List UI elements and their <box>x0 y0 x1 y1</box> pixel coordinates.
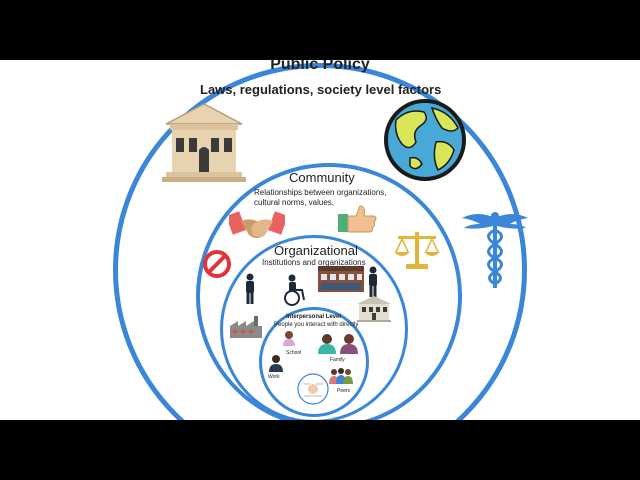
peers-group-icon <box>328 366 354 384</box>
community-desc-line2: cultural norms, values, <box>254 198 334 207</box>
community-desc-line1: Relationships between organizations, <box>254 188 387 197</box>
handshake-icon <box>229 207 285 247</box>
interpersonal-title: Interpersonal Level <box>286 314 341 320</box>
community-title: Community <box>289 170 355 185</box>
label-school: School <box>286 350 301 356</box>
work-person-icon <box>268 354 284 372</box>
government-building-icon <box>162 100 246 184</box>
diagram-canvas: Public Policy Laws, regulations, society… <box>0 60 640 420</box>
caduceus-icon <box>460 208 530 290</box>
person-walking-icon <box>366 266 380 298</box>
label-family: Family <box>330 357 345 363</box>
shop-building-icon <box>318 266 364 292</box>
interpersonal-desc: People you interact with directly <box>274 322 358 328</box>
organizational-title: Organizational <box>274 243 358 258</box>
justice-scales-icon <box>394 230 440 270</box>
person-standing-icon <box>243 273 257 305</box>
factory-icon <box>230 316 262 338</box>
family-person-2-icon <box>338 332 360 354</box>
globe-icon <box>380 98 470 182</box>
institution-building-icon <box>357 296 391 322</box>
label-peers: Peers <box>337 388 350 394</box>
wheelchair-user-icon <box>282 274 306 306</box>
school-person-icon <box>282 330 296 346</box>
mini-diagram-icon <box>296 372 330 406</box>
policy-title: Public Policy <box>0 60 640 74</box>
forbidden-sign-icon <box>202 249 232 279</box>
label-work: Work <box>268 374 280 380</box>
family-person-icon <box>316 332 338 354</box>
thumbs-up-icon <box>338 204 378 236</box>
policy-subtitle: Laws, regulations, society level factors <box>200 82 441 97</box>
